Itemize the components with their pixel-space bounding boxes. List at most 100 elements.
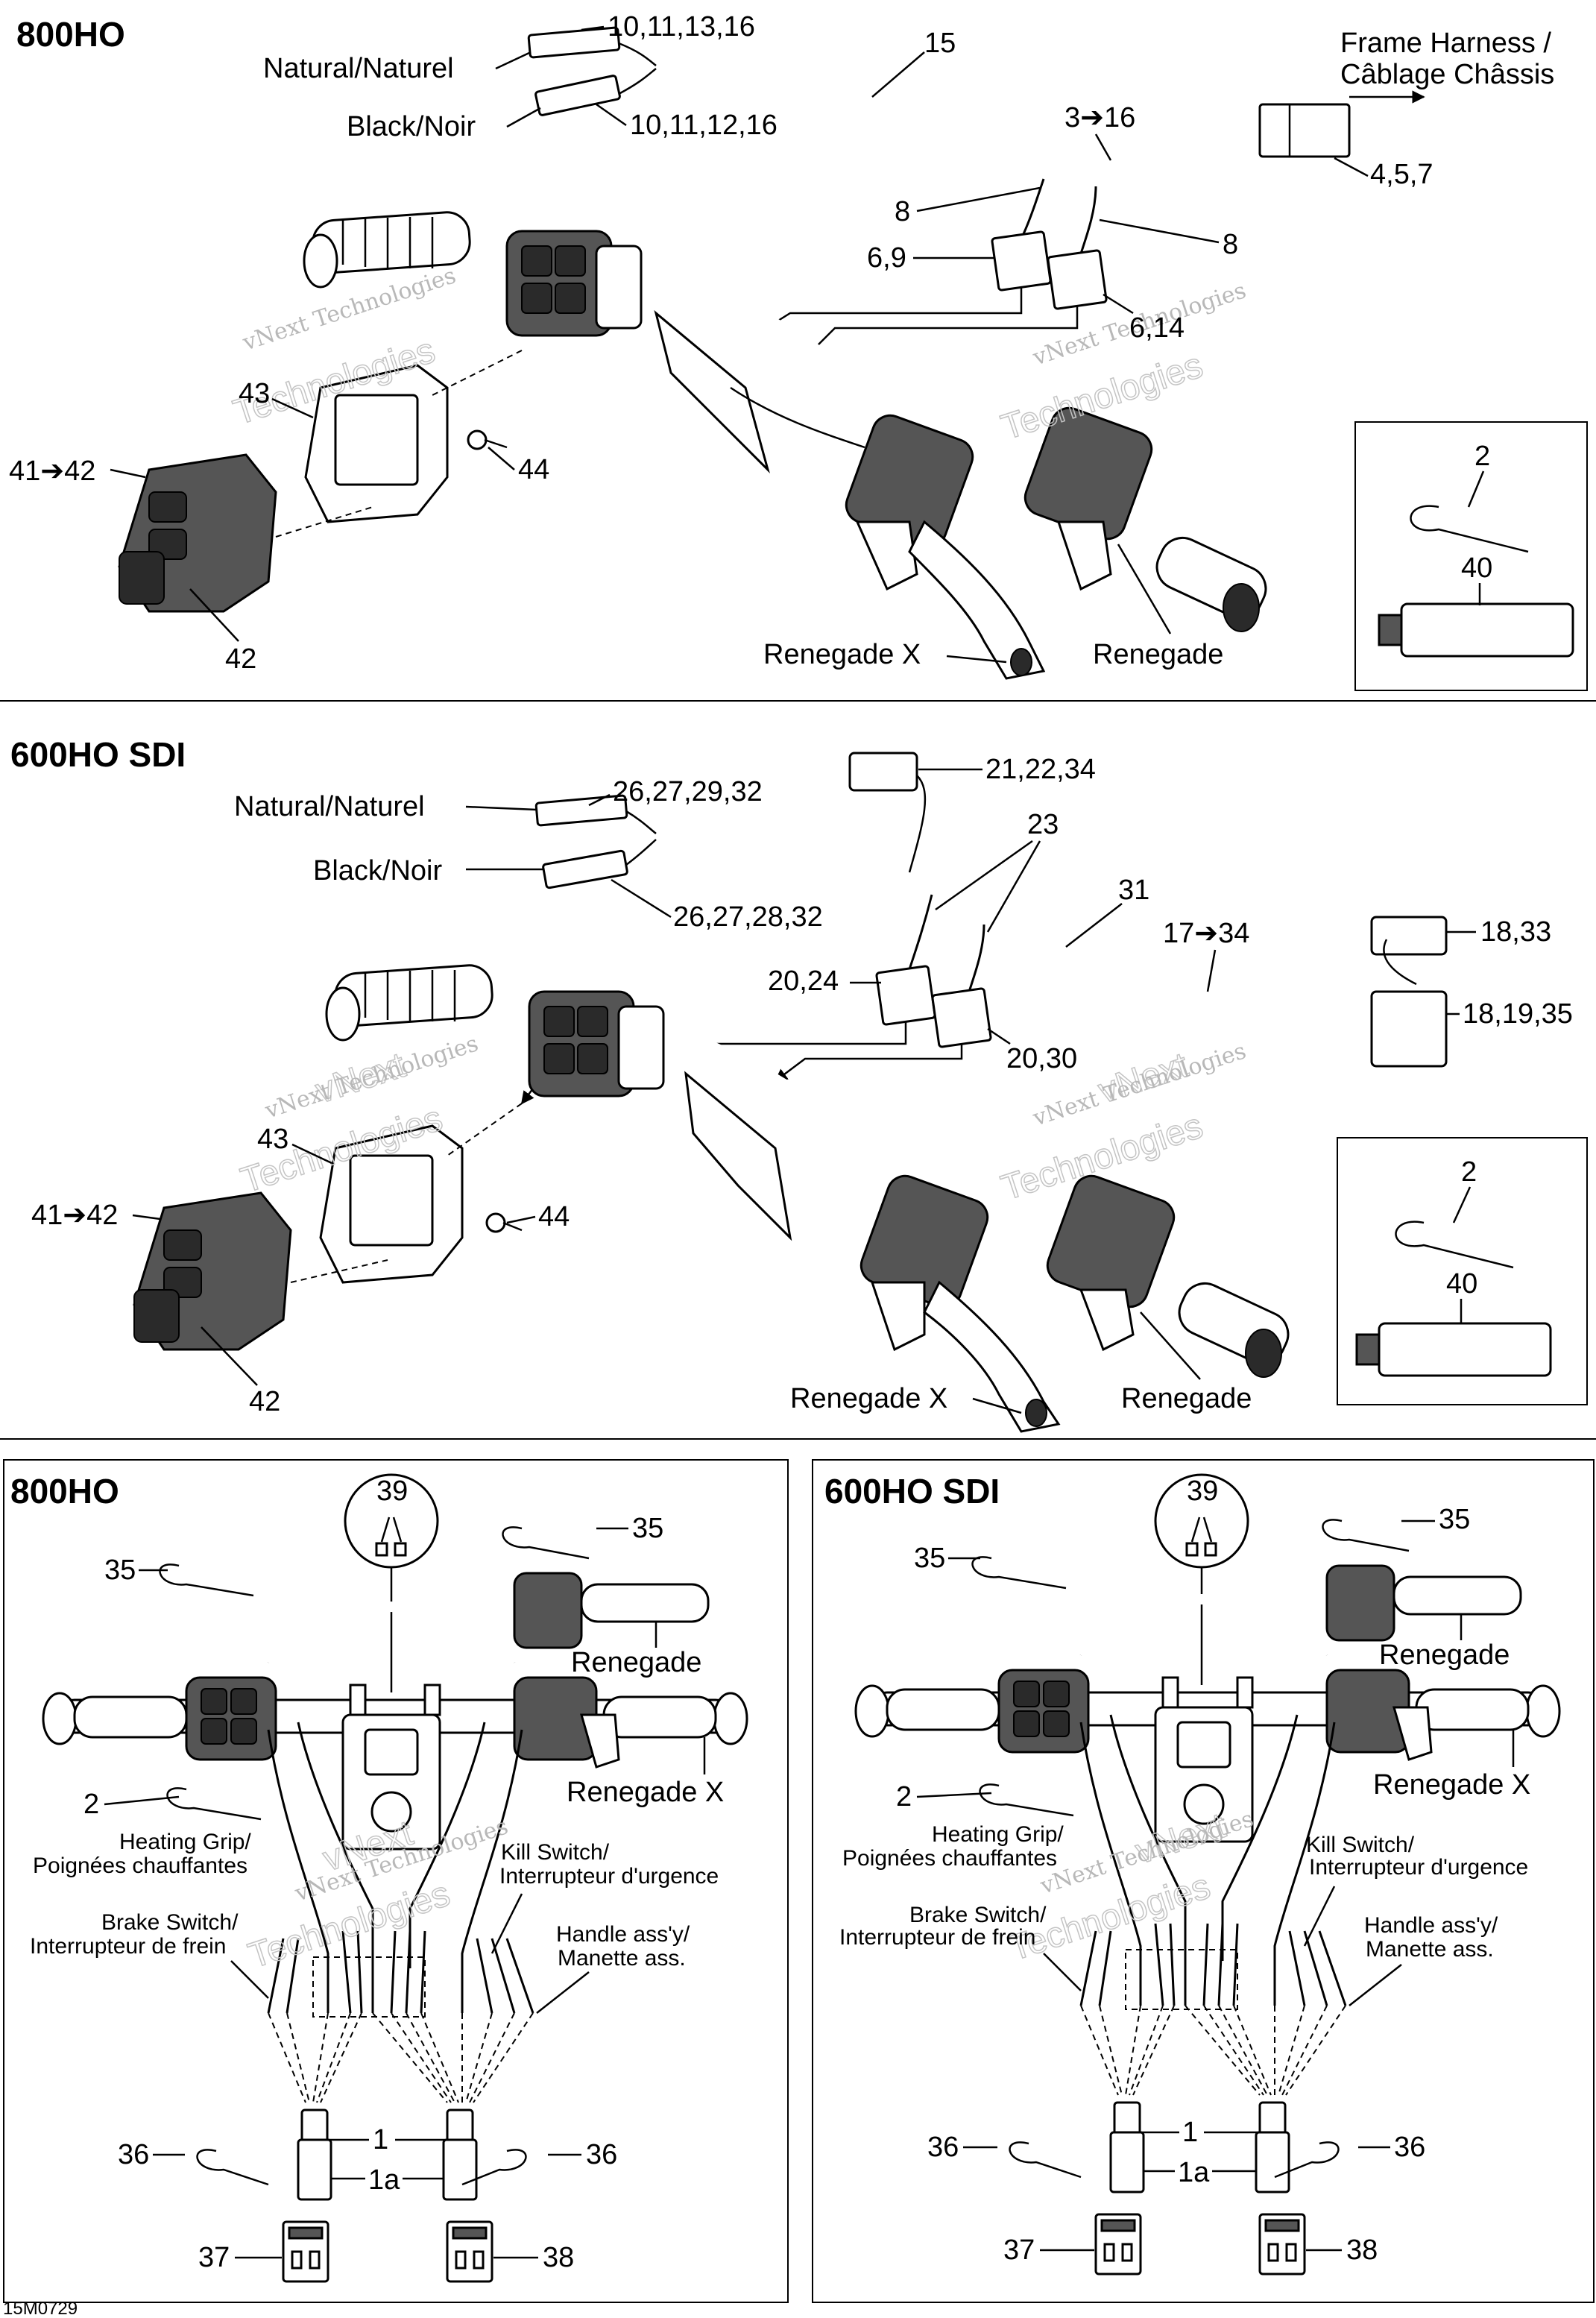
label-ref-18-19-35: 18,19,35 [1463,998,1573,1030]
label-renegade: Renegade [1379,1640,1510,1671]
label-ref-31: 31 [1118,875,1149,906]
connector-natural [534,794,628,827]
tie-wrap-35a [971,1556,1067,1590]
connector-6-14 [1047,249,1108,310]
heated-grip-right [602,1695,717,1739]
label-ref-4-5-7: 4,5,7 [1370,159,1433,190]
label-ref-42: 42 [225,643,256,675]
label-ref-37: 37 [1003,2234,1035,2266]
section-title: 800HO [16,15,125,54]
grip-renegade [1392,1575,1522,1616]
label-handle-assy-2: Manette ass. [1366,1937,1494,1962]
label-ref-natural: 26,27,29,32 [613,776,763,807]
label-ref-23: 23 [1027,809,1059,840]
watermark: vNext Technologies [262,1030,482,1124]
label-heating-grip-1: Heating Grip/ [932,1822,1064,1847]
throttle-housing-renegade [1325,1564,1395,1642]
connector-20-30 [931,987,992,1048]
heated-grip-left [73,1695,188,1739]
grease-tube [1400,602,1574,658]
throttle-lever [870,1281,926,1352]
label-ref-44: 44 [538,1201,570,1232]
label-ref-6-9: 6,9 [867,242,906,274]
label-heating-grip-2: Poignées chauffantes [33,1854,247,1878]
connector-black [542,849,628,889]
label-brake-switch-1: Brake Switch/ [101,1910,239,1935]
label-ref-35a: 35 [104,1555,136,1586]
label-handle-assy-1: Handle ass'y/ [556,1922,690,1947]
label-black: Black/Noir [347,111,476,142]
label-ref-21-22-34: 21,22,34 [985,754,1096,785]
label-heating-grip-1: Heating Grip/ [119,1830,251,1854]
throttle-lever [855,520,918,591]
label-ref-43: 43 [239,378,270,409]
label-renegade: Renegade [1093,639,1223,670]
label-ref-20-30: 20,30 [1006,1043,1077,1074]
label-kill-switch-1: Kill Switch/ [501,1840,610,1865]
label-ref-38: 38 [543,2242,574,2273]
handlebar-crossbar [1079,1598,1328,1656]
label-ref-natural: 10,11,13,16 [608,11,755,42]
label-ref-20-24: 20,24 [768,966,839,997]
tie-wrap [1410,505,1529,553]
label-natural: Natural/Naturel [234,791,425,822]
bottom-right-panel [812,1459,1595,2303]
switch-housing [997,1669,1090,1754]
label-ref-17-34: 17➔34 [1163,918,1249,949]
label-box-40: 40 [1461,552,1492,584]
connector-21-22-34 [848,752,918,792]
label-brake-switch-2: Interrupteur de frein [839,1925,1035,1950]
label-ref-37: 37 [198,2242,230,2273]
figure-code: 15M0729 [3,2299,78,2318]
label-natural: Natural/Naturel [263,53,454,84]
label-handle-assy-1: Handle ass'y/ [1364,1913,1498,1938]
splice-1a-left [1109,2131,1145,2193]
label-brake-switch-1: Brake Switch/ [909,1903,1047,1927]
label-ref-35a: 35 [914,1543,945,1574]
label-ref-39: 39 [1187,1475,1218,1507]
heated-grip-right [1415,1688,1530,1731]
label-ref-black: 26,27,28,32 [673,901,823,933]
splice-1a-right [442,2138,478,2201]
label-ref-1a: 1a [1178,2157,1210,2188]
label-box-40: 40 [1446,1268,1477,1300]
label-renegade-x: Renegade X [567,1777,724,1808]
label-brake-switch-2: Interrupteur de frein [30,1934,226,1959]
label-frame-harness-1: Frame Harness / [1340,28,1551,59]
connector-black [534,75,621,116]
label-ref-18-33: 18,33 [1480,916,1551,948]
connector-6-9 [991,230,1052,292]
switch-housing [185,1676,277,1761]
tie-wrap-2 [979,1783,1074,1817]
label-ref-2: 2 [896,1781,912,1812]
label-ref-8a: 8 [895,196,910,227]
label-kill-switch-1: Kill Switch/ [1306,1833,1415,1857]
label-ref-1a: 1a [368,2164,400,2196]
label-ref-1: 1 [373,2124,388,2155]
tie-wrap-36a [1009,2141,1082,2179]
label-ref-3-16: 3➔16 [1064,102,1135,133]
screw-44 [485,1212,506,1233]
grease-tube [1378,1322,1552,1377]
label-ref-1: 1 [1182,2117,1198,2148]
label-ref-36a: 36 [927,2132,959,2163]
tie-wrap-36b [1274,2141,1340,2179]
splice-1a-right [1255,2131,1290,2193]
label-ref-black: 10,11,12,16 [630,110,778,141]
label-kill-switch-2: Interrupteur d'urgence [499,1864,719,1889]
label-heating-grip-2: Poignées chauffantes [842,1846,1057,1871]
label-ref-35b: 35 [1439,1504,1470,1535]
label-box-2: 2 [1461,1156,1477,1188]
label-renegade: Renegade [571,1647,701,1678]
tie-wrap-35b [502,1526,590,1560]
label-ref-42: 42 [249,1386,280,1417]
label-ref-43: 43 [257,1124,288,1155]
connector-18-19-35 [1370,990,1448,1068]
tie-wrap-35b [1322,1519,1410,1552]
tie-wrap-2 [166,1787,262,1821]
section-600ho-sdi-harness: 600HO SDI [10,735,1588,1433]
section-title: 600HO SDI [824,1472,1000,1511]
screw-44 [467,429,488,450]
splice-1a-left [297,2138,332,2201]
